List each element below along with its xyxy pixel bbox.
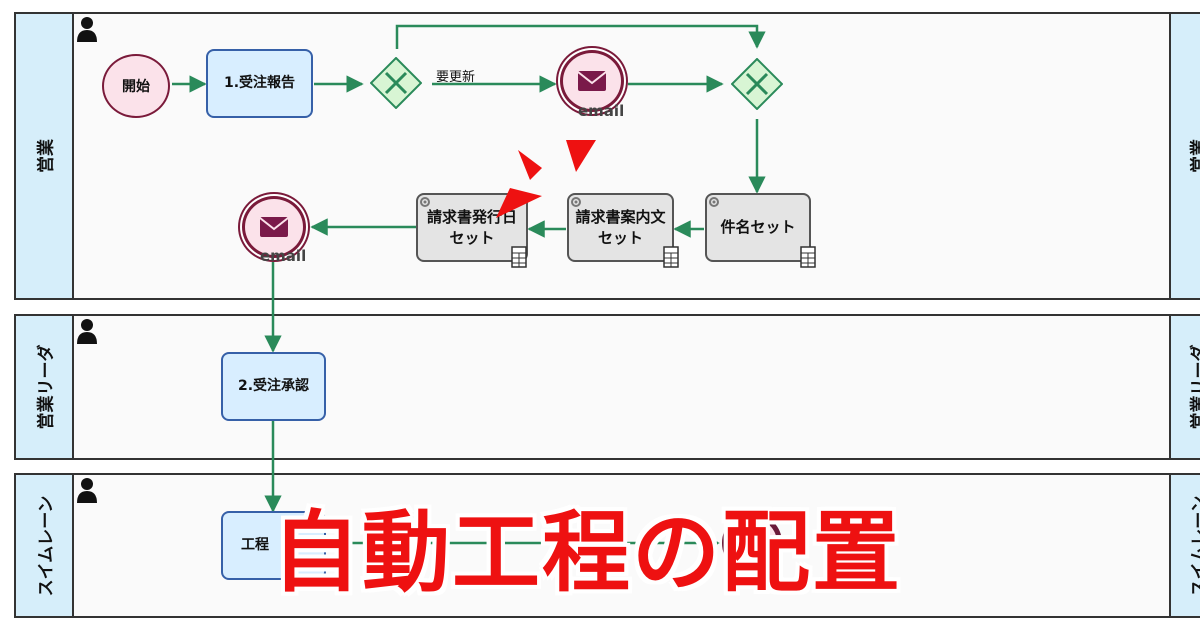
gear-icon [420, 197, 430, 207]
task-subject-set[interactable]: 件名セット [705, 193, 811, 262]
task-label: 請求書案内文 セット [575, 208, 666, 247]
pointer-arrow-icon [496, 188, 542, 218]
start-event-label: 開始 [122, 79, 150, 95]
task-label: 2.受注承認 [237, 378, 310, 395]
lane-header-swimlane-right: スイムレーン [1169, 475, 1200, 616]
task-label: 件名セット [720, 218, 796, 237]
flow-gateway-bypass [395, 24, 766, 49]
user-icon [77, 17, 97, 42]
end-event[interactable] [722, 513, 782, 573]
user-icon [77, 478, 97, 503]
pointer-arrow-icon [518, 150, 542, 180]
task-order-approve[interactable]: 2.受注承認 [221, 352, 326, 421]
email-event[interactable] [242, 196, 306, 258]
task-order-report[interactable]: 1.受注報告 [206, 49, 313, 118]
lane-header-sales[interactable]: 営業 [16, 14, 74, 298]
lane-header-sales-leader[interactable]: 営業リーダ [16, 316, 74, 458]
email-event-label: email [260, 247, 307, 265]
overlay-title: 自動工程の配置 [272, 501, 903, 604]
lane-sales-leader: 営業リーダ 営業リーダ [14, 314, 1200, 460]
task-invoice-text-set[interactable]: 請求書案内文 セット [567, 193, 674, 262]
envelope-icon [259, 217, 289, 237]
calculator-icon [800, 246, 816, 268]
email-event-label: email [578, 102, 625, 120]
task-step[interactable]: 工程 [221, 511, 326, 580]
calculator-icon [663, 246, 679, 268]
exclusive-gateway-icon[interactable] [731, 58, 783, 110]
lane-swimlane: スイムレーン スイムレーン [14, 473, 1200, 618]
email-event[interactable] [560, 50, 624, 112]
calculator-icon [511, 246, 527, 268]
lane-header-sales-right: 営業 [1169, 14, 1200, 298]
task-label: 1.受注報告 [223, 75, 296, 92]
lane-header-swimlane[interactable]: スイムレーン [16, 475, 74, 616]
lane-header-sales-leader-right: 営業リーダ [1169, 316, 1200, 458]
gear-icon [571, 197, 581, 207]
pointer-arrow-icon [566, 140, 596, 172]
exclusive-gateway-icon[interactable] [370, 57, 422, 109]
task-label: 請求書発行日 セット [426, 208, 517, 247]
task-label: 工程 [241, 537, 269, 554]
envelope-icon [577, 71, 607, 91]
flow-condition-label: 要更新 [436, 70, 476, 85]
gear-icon [709, 197, 719, 207]
user-icon [77, 319, 97, 344]
start-event[interactable]: 開始 [102, 54, 170, 118]
